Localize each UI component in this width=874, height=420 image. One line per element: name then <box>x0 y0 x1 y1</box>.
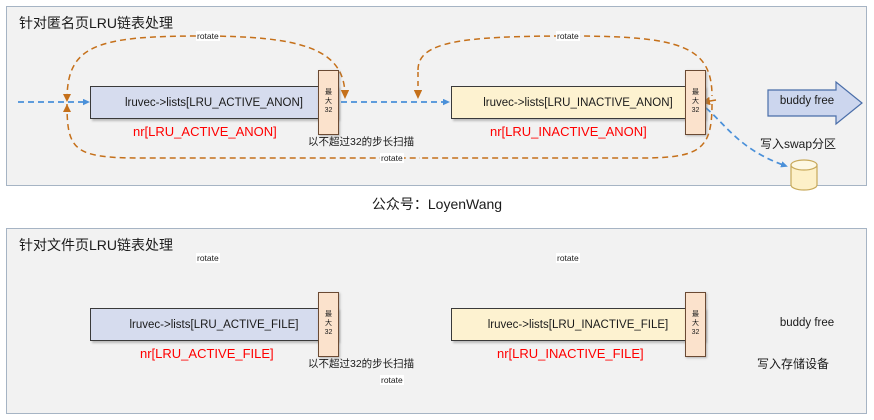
inactive-anon-list-label: lruvec->lists[LRU_INACTIVE_ANON] <box>483 96 673 109</box>
rotate-label-anon-top-right: rotate <box>556 31 580 41</box>
rotate-label-file-top-right: rotate <box>556 253 580 263</box>
panel-anon-title: 针对匿名页LRU链表处理 <box>19 15 174 31</box>
max-chip-line-1: 最 <box>692 311 699 319</box>
max-32-chip-inactive-anon: 最 大 32 <box>685 70 706 135</box>
scan-step-caption-file: 以不超过32的步长扫描 <box>308 358 415 370</box>
max-chip-line-2: 大 <box>692 320 699 328</box>
buddy-free-anon[interactable]: buddy free <box>765 83 863 123</box>
max-chip-line-3: 32 <box>324 328 333 336</box>
max-chip-line-2: 大 <box>325 98 332 106</box>
rotate-label-file-top-left: rotate <box>196 253 220 263</box>
active-file-nr-label: nr[LRU_ACTIVE_FILE] <box>140 346 274 361</box>
max-chip-line-2: 大 <box>692 98 699 106</box>
inactive-anon-list-box[interactable]: lruvec->lists[LRU_INACTIVE_ANON] <box>451 86 705 119</box>
active-anon-list-box[interactable]: lruvec->lists[LRU_ACTIVE_ANON] <box>90 86 338 119</box>
max-chip-line-2: 大 <box>325 320 332 328</box>
inactive-file-nr-label: nr[LRU_INACTIVE_FILE] <box>497 346 644 361</box>
buddy-free-file-label: buddy free <box>779 317 835 329</box>
active-anon-list-label: lruvec->lists[LRU_ACTIVE_ANON] <box>125 96 303 109</box>
watermark-caption: 公众号：LoyenWang <box>371 196 503 212</box>
buddy-free-file[interactable]: buddy free <box>765 305 863 345</box>
max-chip-line-1: 最 <box>325 311 332 319</box>
active-anon-nr-label: nr[LRU_ACTIVE_ANON] <box>133 124 277 139</box>
inactive-file-list-label: lruvec->lists[LRU_INACTIVE_FILE] <box>487 318 669 331</box>
max-chip-line-1: 最 <box>325 89 332 97</box>
max-32-chip-active-anon: 最 大 32 <box>318 70 339 135</box>
active-file-list-box[interactable]: lruvec->lists[LRU_ACTIVE_FILE] <box>90 308 338 341</box>
max-chip-line-3: 32 <box>691 328 700 336</box>
max-chip-line-3: 32 <box>324 106 333 114</box>
inactive-file-list-box[interactable]: lruvec->lists[LRU_INACTIVE_FILE] <box>451 308 705 341</box>
panel-file-title: 针对文件页LRU链表处理 <box>19 237 174 253</box>
buddy-free-anon-label: buddy free <box>779 95 835 107</box>
max-chip-line-1: 最 <box>692 89 699 97</box>
active-file-list-label: lruvec->lists[LRU_ACTIVE_FILE] <box>129 318 299 331</box>
rotate-label-anon-top-left: rotate <box>196 31 220 41</box>
inactive-anon-nr-label: nr[LRU_INACTIVE_ANON] <box>490 124 647 139</box>
rotate-label-anon-bottom: rotate <box>380 153 404 163</box>
scan-step-caption-anon: 以不超过32的步长扫描 <box>308 136 415 148</box>
max-32-chip-inactive-file: 最 大 32 <box>685 292 706 357</box>
sink-caption-file: 写入存储设备 <box>757 357 830 371</box>
sink-caption-anon: 写入swap分区 <box>760 137 837 151</box>
max-32-chip-active-file: 最 大 32 <box>318 292 339 357</box>
max-chip-line-3: 32 <box>691 106 700 114</box>
rotate-label-file-bottom: rotate <box>380 375 404 385</box>
